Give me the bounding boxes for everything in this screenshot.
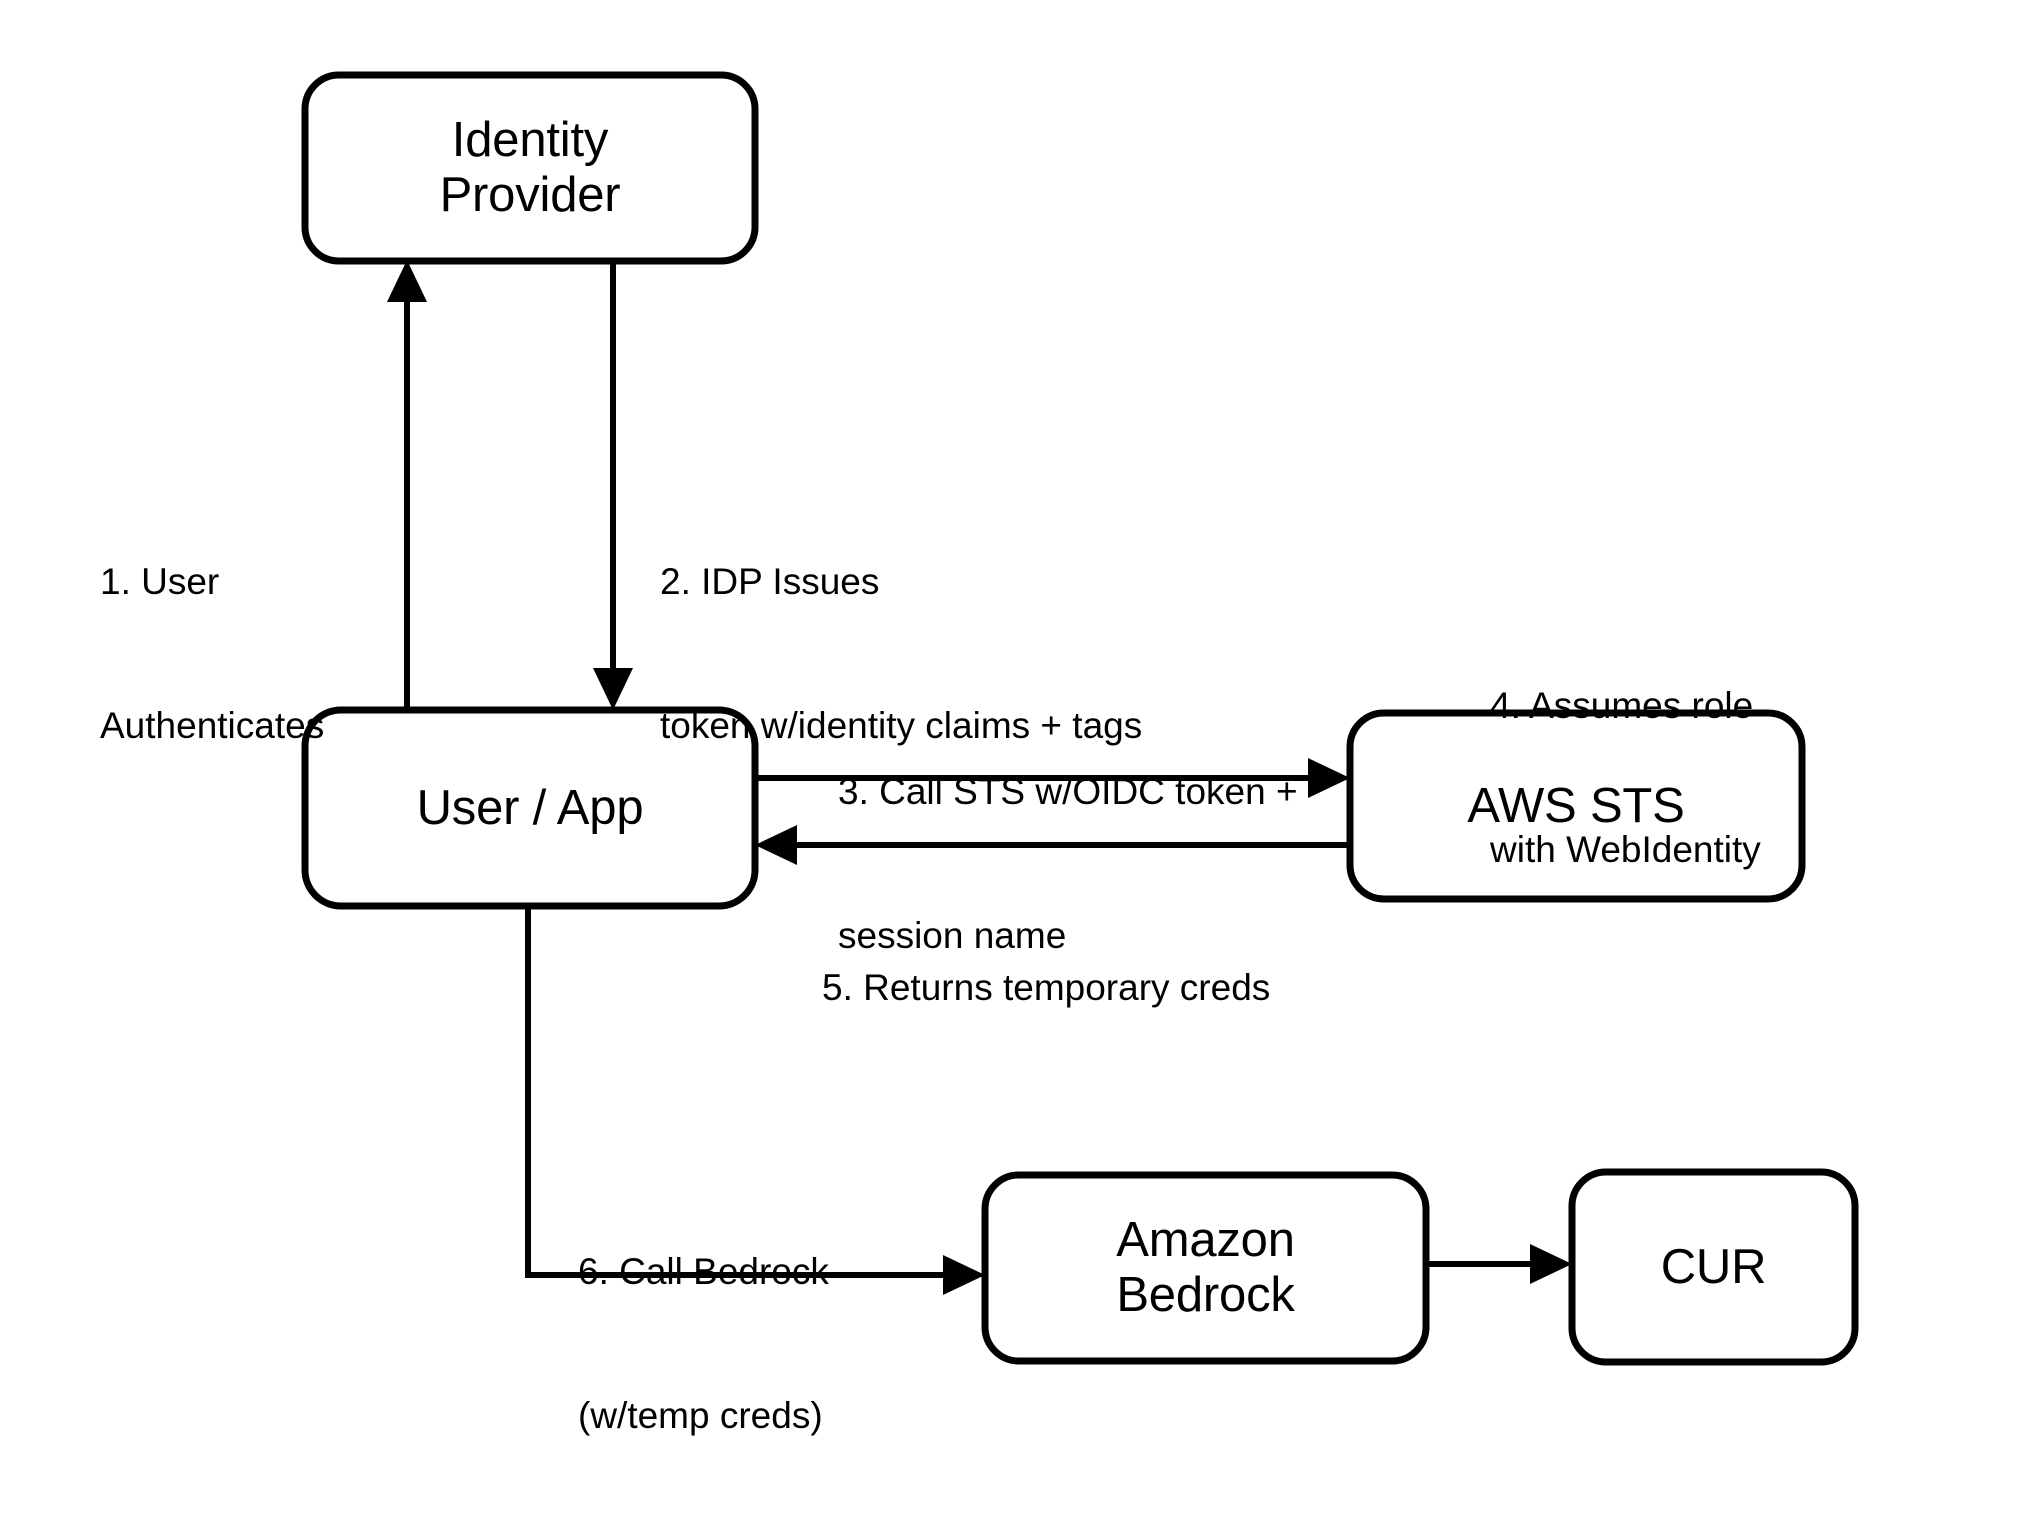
edge-label-step-6-line1: 6. Call Bedrock [578,1251,829,1293]
edge-step-6 [525,905,985,1295]
edge-step-6-line [525,905,957,1278]
diagram-canvas-container: Identity Provider User / App AWS STS Ama… [100,71,1859,1437]
edge-step-1 [387,260,427,710]
edge-label-step-1-line1: 1. User [100,561,220,603]
edge-label-step-4-line2: with WebIdentity [1490,829,1761,871]
edge-step-6-arrowhead [943,1255,985,1295]
edge-label-step-2: 2. IDP Issues token w/identity claims + … [660,462,1142,847]
node-amazon-bedrock[interactable] [981,1171,1430,1365]
node-user-app[interactable] [301,706,759,910]
node-aws-sts[interactable] [1346,709,1806,903]
edge-bedrock-to-cur-arrowhead [1530,1244,1572,1284]
edge-label-step-3: 3. Call STS w/OIDC token + session name [838,672,1298,1057]
edge-step-3 [755,758,1350,798]
edge-label-step-4-line1: 4. Assumes role [1490,685,1754,727]
node-cur[interactable] [1568,1168,1859,1366]
edge-step-3-arrowhead [1308,758,1350,798]
edge-label-step-3-line1: 3. Call STS w/OIDC token + [838,771,1298,813]
edge-label-step-6-line2: (w/temp creds) [578,1395,823,1437]
edge-label-step-2-line1: 2. IDP Issues [660,561,880,603]
edge-label-step-1: 1. User Authenticates [100,462,324,847]
edge-label-step-2-line2: token w/identity claims + tags [660,705,1143,747]
edge-step-5 [755,825,1350,865]
edge-bedrock-to-cur [1425,1244,1572,1284]
edge-label-step-5: 5. Returns temporary creds [822,868,1270,1108]
edge-label-step-1-line2: Authenticates [100,705,325,747]
edge-label-step-5-line1: 5. Returns temporary creds [822,967,1271,1009]
edge-label-step-6: 6. Call Bedrock (w/temp creds) [578,1152,829,1537]
edge-label-step-4: 4. Assumes role with WebIdentity [1490,586,1761,971]
edge-step-5-arrowhead [755,825,797,865]
edge-label-step-3-line2: session name [838,915,1067,957]
edge-step-2 [593,260,633,710]
edge-step-1-arrowhead [387,260,427,302]
flow-diagram-svg [301,71,1859,1366]
edge-step-2-arrowhead [593,668,633,710]
node-identity-provider[interactable] [301,71,759,265]
